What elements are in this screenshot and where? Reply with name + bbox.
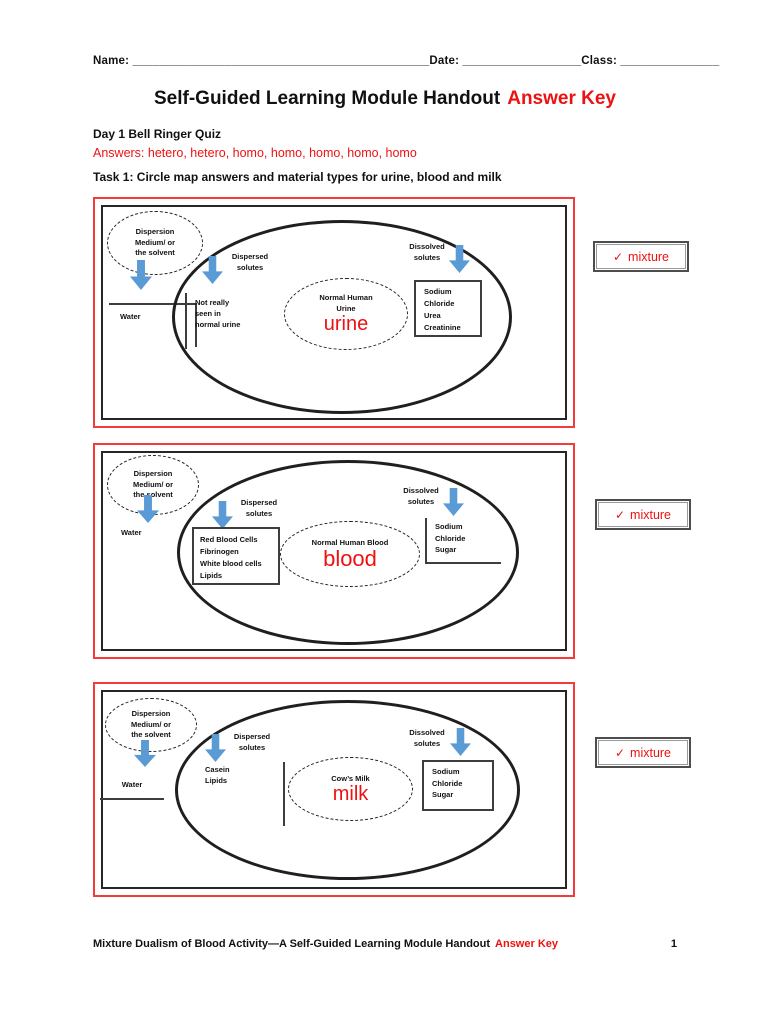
class-field: Class: _______________ xyxy=(581,55,719,67)
mixture-label: mixture xyxy=(630,745,672,760)
name-label: Name: xyxy=(93,55,130,67)
class-label: Class: xyxy=(581,55,617,67)
dispersion-medium-bubble: Dispersion Medium/ or the solvent xyxy=(105,698,197,752)
diagram-frame xyxy=(101,690,567,889)
center-circle: Normal Human Blood blood xyxy=(280,521,420,587)
material-answer: urine xyxy=(323,313,369,336)
circle-map-urine: Dispersion Medium/ or the solvent Water … xyxy=(93,197,575,428)
dissolved-solutes-label: Dissolved solutes xyxy=(409,242,445,262)
center-circle: Cow’s Milk milk xyxy=(288,757,413,821)
footer-answer-key: Answer Key xyxy=(495,938,559,950)
material-answer: blood xyxy=(323,546,377,572)
dispersed-solutes-label: Dispersed solutes xyxy=(233,732,271,752)
diagram-frame xyxy=(101,205,567,420)
header-blanks: Name: __________________________________… xyxy=(93,55,719,67)
dispersed-answer: Casein Lipids xyxy=(205,765,230,785)
outer-circle xyxy=(172,220,512,414)
dissolved-answer: Sodium Chloride Sugar xyxy=(422,760,494,811)
dispersion-medium-bubble: Dispersion Medium/ or the solvent xyxy=(107,211,203,275)
class-blank-line: _______________ xyxy=(620,55,720,67)
date-field: Date: __________________ xyxy=(429,55,581,67)
task-heading: Task 1: Circle map answers and material … xyxy=(93,170,502,184)
dissolved-answer: Sodium Chloride Sugar xyxy=(425,518,501,564)
material-answer: milk xyxy=(332,783,369,806)
page-title-answer-key: Answer Key xyxy=(507,88,616,109)
circle-map-milk: Dispersion Medium/ or the solvent Water … xyxy=(93,682,575,897)
center-label: Cow’s Milk xyxy=(331,773,370,783)
mixture-answer-tag: ✓ mixture xyxy=(595,499,691,530)
divider-line xyxy=(283,762,285,826)
circle-map-blood: Dispersion Medium/ or the solvent Water … xyxy=(93,443,575,659)
dissolved-solutes-label: Dissolved solutes xyxy=(403,486,439,506)
page-title-main: Self-Guided Learning Module Handout xyxy=(154,88,501,109)
dispersed-solutes-label: Dispersed solutes xyxy=(240,498,278,518)
dispersed-solutes-label: Dispersed solutes xyxy=(231,252,269,272)
check-icon: ✓ xyxy=(614,507,626,522)
page-title: Self-Guided Learning Module Handout Answe… xyxy=(0,88,770,110)
name-blank-line: ________________________________________… xyxy=(132,55,430,67)
center-label: Normal Human Blood xyxy=(311,537,389,547)
name-field: Name: __________________________________… xyxy=(93,55,429,67)
diagram-frame xyxy=(101,451,567,651)
dissolved-answer: Sodium Chloride Urea Creatinine xyxy=(414,280,482,337)
medium-answer: Water xyxy=(100,780,164,800)
dispersion-medium-bubble: Dispersion Medium/ or the solvent xyxy=(107,455,199,515)
check-icon: ✓ xyxy=(612,249,624,264)
check-icon: ✓ xyxy=(614,745,626,760)
quiz-answers: Answers: hetero, hetero, homo, homo, hom… xyxy=(93,146,417,160)
outer-circle xyxy=(175,700,520,880)
page-number: 1 xyxy=(670,938,677,950)
center-label: Normal Human Urine xyxy=(319,292,373,313)
outer-circle xyxy=(177,460,519,645)
date-blank-line: __________________ xyxy=(462,55,582,67)
page-footer: Mixture Dualism of Blood Activity—A Self… xyxy=(93,938,677,950)
mixture-label: mixture xyxy=(628,249,670,264)
dissolved-solutes-label: Dissolved solutes xyxy=(409,728,445,748)
date-label: Date: xyxy=(429,55,460,67)
medium-answer: Water xyxy=(121,528,142,537)
dispersed-answer: Not really seen in normal urine xyxy=(185,293,240,349)
center-circle: Normal Human Urine urine xyxy=(284,278,408,350)
mixture-answer-tag: ✓ mixture xyxy=(593,241,689,272)
footer-title: Mixture Dualism of Blood Activity—A Self… xyxy=(93,938,491,950)
quiz-heading: Day 1 Bell Ringer Quiz xyxy=(93,127,222,141)
dispersed-answer: Red Blood Cells Fibrinogen White blood c… xyxy=(192,527,280,585)
mixture-answer-tag: ✓ mixture xyxy=(595,737,691,768)
footer-text: Mixture Dualism of Blood Activity—A Self… xyxy=(93,938,558,950)
mixture-label: mixture xyxy=(630,507,672,522)
